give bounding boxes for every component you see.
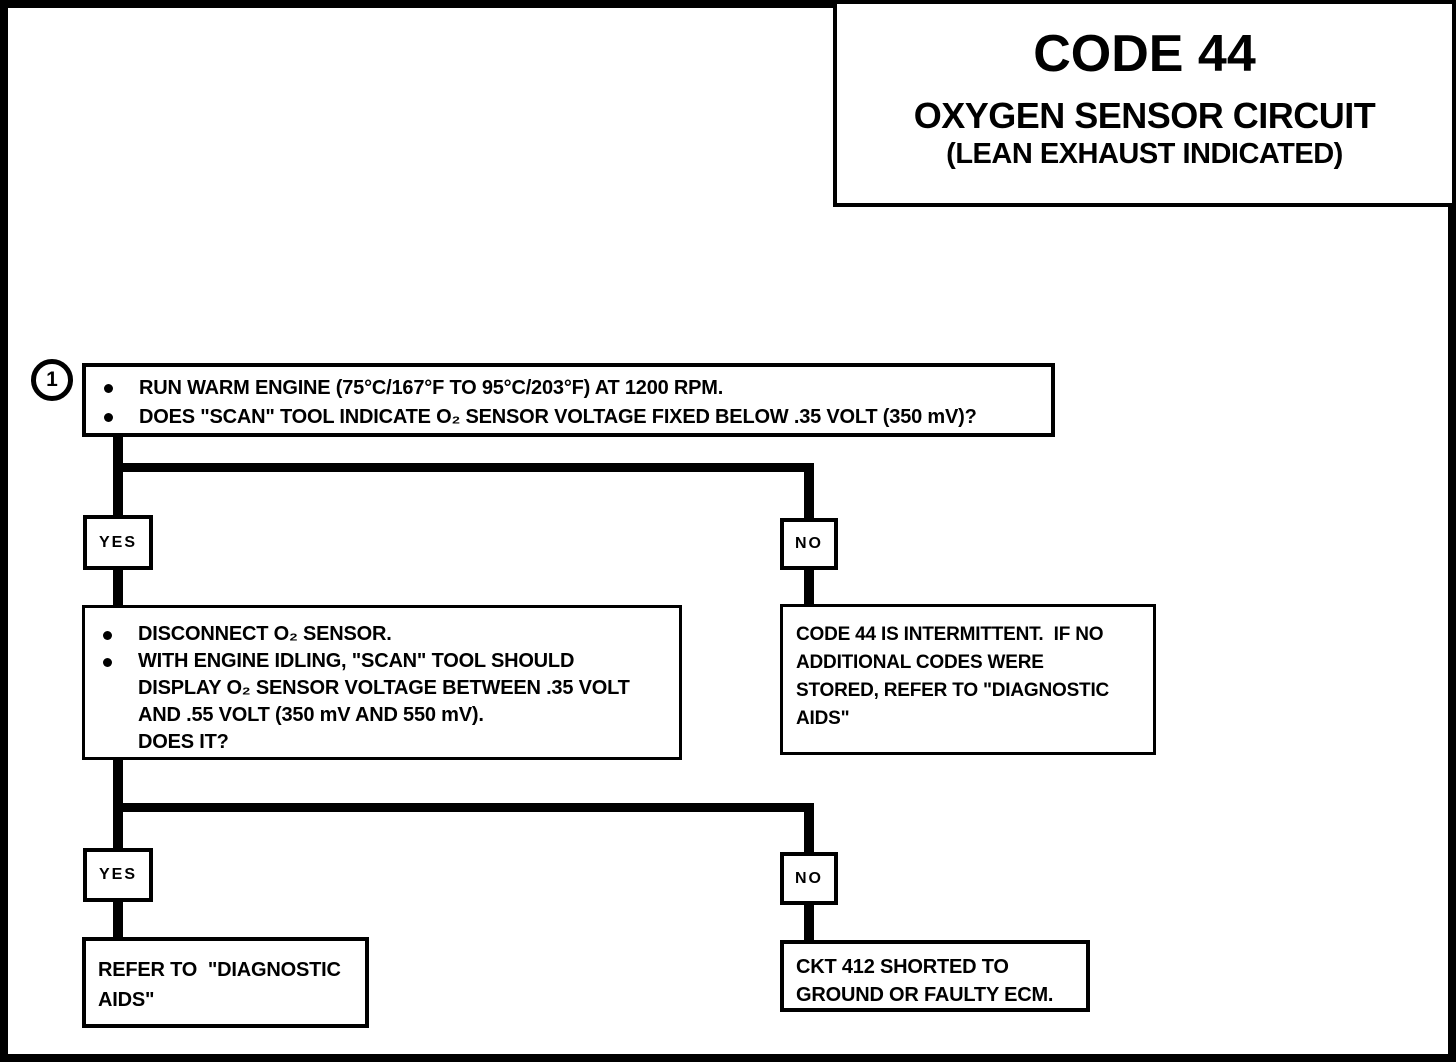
step1-marker-number: 1 (46, 368, 58, 391)
step2-bullet-1-text: DISCONNECT O₂ SENSOR. (138, 623, 392, 645)
title-box: CODE 44 OXYGEN SENSOR CIRCUIT (LEAN EXHA… (833, 0, 1456, 207)
bullet-icon (103, 658, 112, 667)
page-subtitle: OXYGEN SENSOR CIRCUIT (913, 95, 1376, 136)
bullet-icon (104, 384, 113, 393)
intermittent-result-box: CODE 44 IS INTERMITTENT. IF NO ADDITIONA… (780, 604, 1156, 755)
page-title: CODE 44 (1033, 25, 1256, 83)
branch1-no-label: NO (795, 535, 823, 552)
step2-bullet-2-text: WITH ENGINE IDLING, "SCAN" TOOL SHOULD D… (138, 650, 630, 753)
step1-bullet-row-2: DOES "SCAN" TOOL INDICATE O₂ SENSOR VOLT… (100, 403, 1041, 432)
connector-no2-to-ckt (804, 903, 814, 942)
step2-bullet-row-2: WITH ENGINE IDLING, "SCAN" TOOL SHOULD D… (99, 648, 669, 756)
step1-box: RUN WARM ENGINE (75°C/167°F TO 95°C/203°… (82, 363, 1055, 437)
connector-branch1-to-no1 (804, 463, 814, 520)
page-subtitle-detail: (LEAN EXHAUST INDICATED) (946, 138, 1343, 170)
step2-bullet-row-1: DISCONNECT O₂ SENSOR. (99, 621, 669, 648)
branch2-yes-label: YES (98, 866, 137, 883)
step1-bullet-row-1: RUN WARM ENGINE (75°C/167°F TO 95°C/203°… (100, 374, 1041, 403)
connector-branch2-to-no2 (804, 803, 814, 854)
connector-step1-to-yes1 (113, 434, 123, 517)
connector-branch2-horizontal (113, 803, 814, 812)
connector-yes2-to-refer (113, 900, 123, 939)
step1-bullet-2-text: DOES "SCAN" TOOL INDICATE O₂ SENSOR VOLT… (139, 406, 977, 428)
branch2-no-box: NO (780, 852, 838, 905)
connector-yes1-to-step2 (113, 568, 123, 608)
connector-branch1-horizontal (113, 463, 814, 472)
ckt-fault-box: CKT 412 SHORTED TO GROUND OR FAULTY ECM. (780, 940, 1090, 1012)
step2-box: DISCONNECT O₂ SENSOR. WITH ENGINE IDLING… (82, 605, 682, 760)
bullet-icon (104, 413, 113, 422)
branch1-no-box: NO (780, 518, 838, 570)
refer-diagnostic-aids-box: REFER TO "DIAGNOSTIC AIDS" (82, 937, 369, 1028)
step1-bullet-1-text: RUN WARM ENGINE (75°C/167°F TO 95°C/203°… (139, 377, 724, 399)
connector-no1-to-intermittent (804, 568, 814, 607)
branch2-no-label: NO (795, 869, 823, 887)
bullet-icon (103, 631, 112, 640)
branch2-yes-box: YES (83, 848, 153, 902)
branch1-yes-box: YES (83, 515, 153, 570)
branch1-yes-label: YES (98, 533, 137, 551)
step1-marker-circle: 1 (31, 359, 73, 401)
